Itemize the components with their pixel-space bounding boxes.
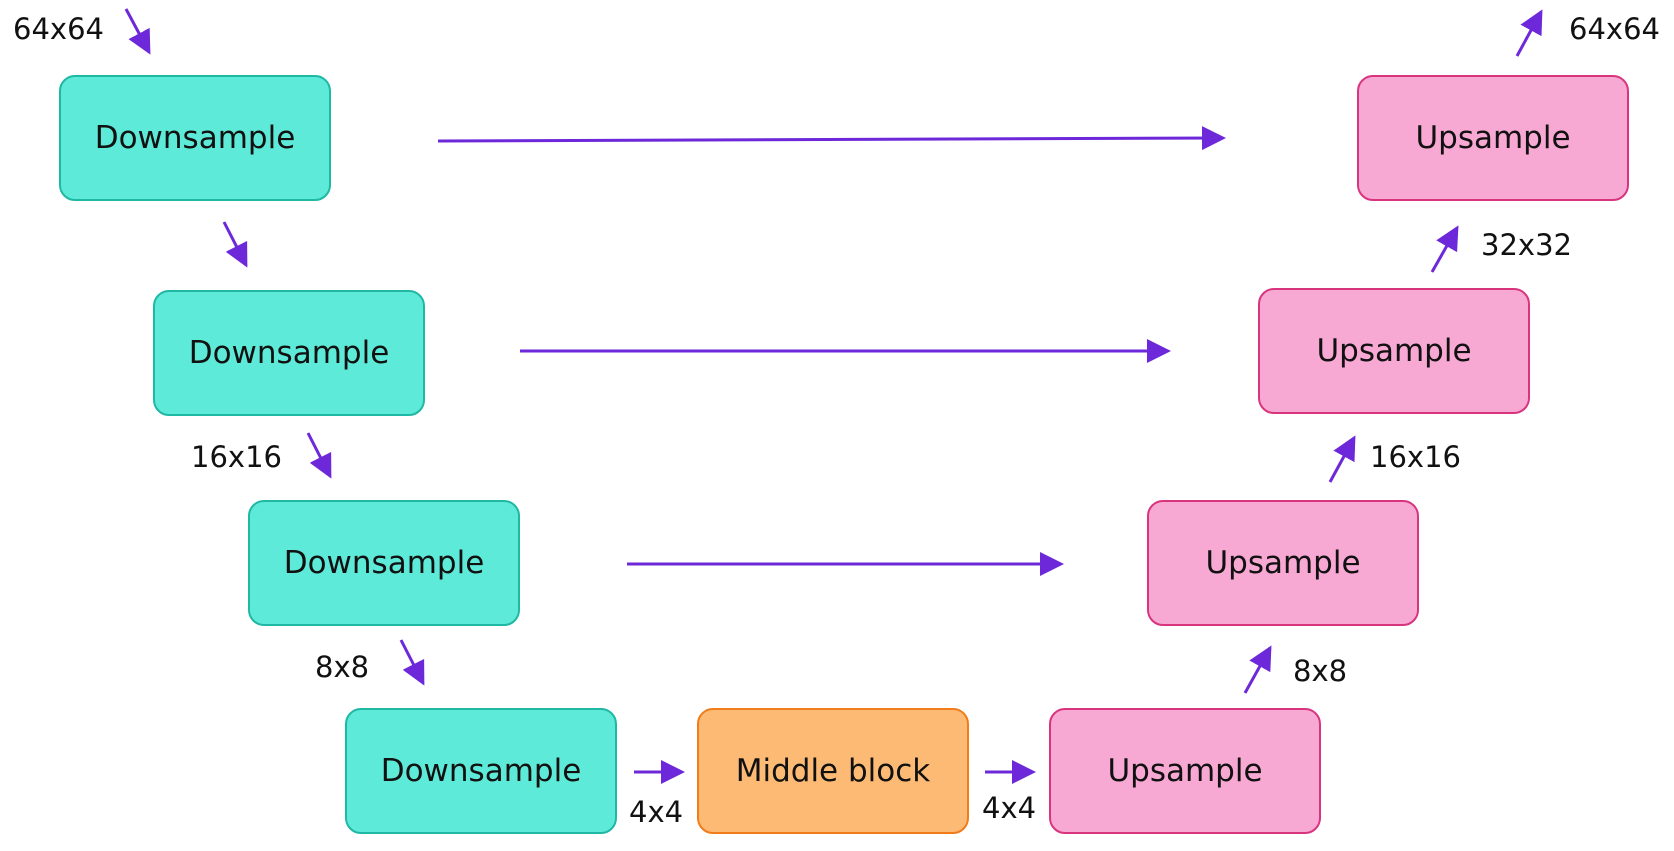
downsample-block-3: Downsample	[248, 500, 520, 626]
down-arrow-1	[222, 221, 248, 268]
upsample-block-3: Upsample	[1258, 288, 1530, 414]
downsample-block-2: Downsample	[153, 290, 425, 416]
downsample-block-1: Downsample	[59, 75, 331, 201]
downsample-block-4: Downsample	[345, 708, 617, 834]
upsample-block-2: Upsample	[1147, 500, 1419, 626]
down-arrow-3	[399, 639, 425, 686]
up-arrow-3	[1430, 225, 1459, 273]
skip-connection-1	[437, 126, 1226, 151]
up-arrow-1	[1243, 645, 1272, 694]
output-size-label: 64x64	[1569, 12, 1660, 46]
upsample-block-1: Upsample	[1049, 708, 1321, 834]
middle-block: Middle block	[697, 708, 969, 834]
upsample-block-4: Upsample	[1357, 75, 1629, 201]
output-arrow	[1515, 9, 1543, 57]
up-size-label-8: 8x8	[1293, 654, 1348, 688]
up-size-label-16: 16x16	[1370, 440, 1461, 474]
up-arrow-2	[1328, 435, 1356, 483]
input-size-label: 64x64	[13, 12, 104, 46]
middle-in-size-label: 4x4	[629, 795, 684, 829]
down-size-label-8: 8x8	[315, 650, 370, 684]
input-arrow	[124, 8, 151, 55]
middle-out-size-label: 4x4	[982, 791, 1037, 825]
down-arrow-2	[306, 432, 332, 479]
down-size-label-16: 16x16	[191, 440, 282, 474]
up-size-label-32: 32x32	[1481, 228, 1572, 262]
